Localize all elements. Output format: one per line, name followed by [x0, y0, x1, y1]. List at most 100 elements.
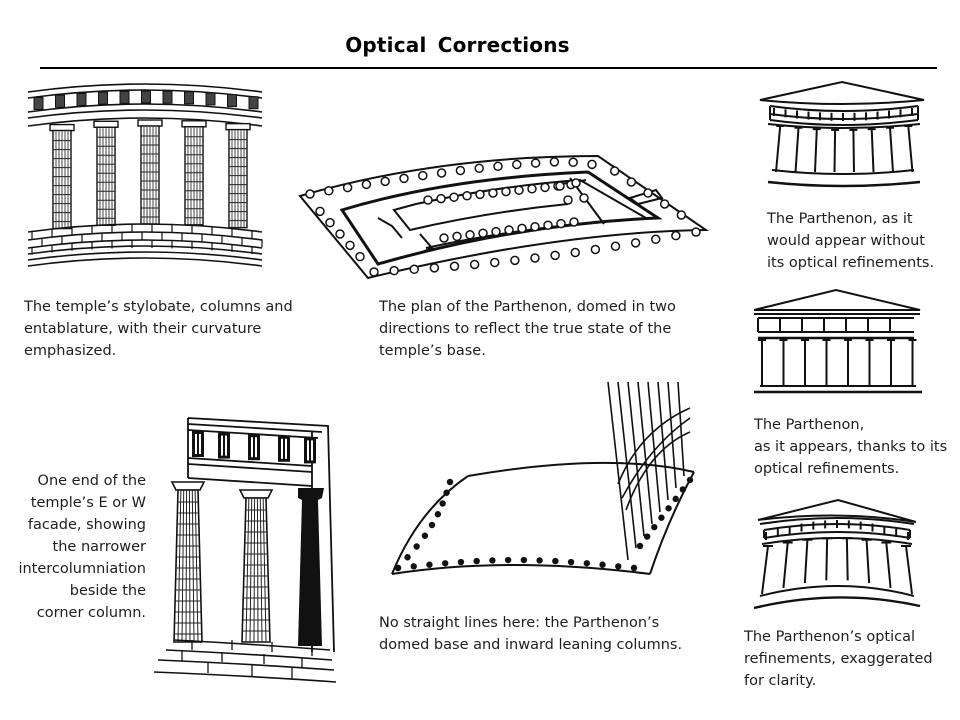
column	[137, 119, 163, 225]
column-dot	[436, 193, 446, 204]
column-dot	[324, 186, 334, 196]
caption-facade-end: One end of the temple’s E or W facade, s…	[18, 473, 146, 621]
column	[779, 339, 788, 386]
column	[238, 489, 274, 643]
column-dot	[442, 560, 449, 567]
column-dot	[540, 182, 550, 193]
caption-exaggerated: The Parthenon’s optical refinements, exa…	[744, 629, 933, 689]
column-dot	[462, 191, 472, 201]
column-dot	[550, 250, 560, 261]
column-dot	[478, 228, 488, 238]
column	[761, 545, 773, 595]
column-dot	[599, 561, 606, 568]
facade-end-illustration	[152, 416, 342, 684]
triglyph	[192, 431, 204, 457]
caption-no-straight-lines: No straight lines here: the Parthenon’s …	[379, 615, 683, 653]
triglyph	[119, 90, 130, 104]
column-line	[870, 129, 875, 173]
column-dot	[380, 176, 390, 187]
column-dot	[418, 170, 428, 181]
triglyph	[218, 432, 230, 459]
column-dot	[361, 179, 372, 190]
column-dot	[672, 495, 679, 503]
column-dot	[413, 543, 420, 550]
column	[841, 537, 852, 581]
column-dot	[421, 532, 429, 539]
column	[782, 541, 793, 589]
column-dot	[342, 182, 353, 193]
column-line	[794, 127, 800, 173]
page-title: Optical Corrections	[345, 33, 570, 57]
column-dot	[490, 257, 500, 268]
column	[887, 339, 895, 386]
triglyph	[227, 94, 237, 108]
leaning-column-line	[647, 381, 661, 513]
column	[49, 123, 75, 230]
column-line	[775, 125, 782, 173]
column-dot	[428, 521, 436, 529]
column-dot	[569, 217, 579, 227]
column-dot	[443, 489, 450, 496]
column-dot	[530, 222, 540, 232]
column-dot	[676, 210, 687, 220]
domed-plan-illustration	[298, 152, 710, 280]
column-dot	[404, 554, 411, 561]
column-dot	[439, 500, 446, 507]
leaning-column-line	[667, 381, 677, 489]
column-dot	[543, 220, 553, 230]
column-dot	[488, 188, 498, 198]
column	[170, 481, 206, 643]
column-dot	[568, 157, 578, 168]
parthenon-as-it-appears-illustration	[752, 288, 924, 396]
column-dot	[643, 188, 653, 198]
triglyph	[98, 91, 108, 105]
column-dot	[439, 233, 449, 243]
column-dot	[434, 511, 442, 518]
column-dot	[587, 159, 597, 170]
caption-domed-plan: The plan of the Parthenon, domed in two …	[379, 299, 676, 359]
column-dot	[429, 263, 440, 273]
column-dot	[493, 161, 503, 172]
column-dot	[556, 218, 566, 229]
triglyph	[278, 435, 290, 462]
column	[802, 538, 813, 584]
column-dot	[475, 189, 485, 200]
column-dot	[355, 251, 365, 262]
column-line	[852, 129, 855, 173]
column-dot	[491, 226, 501, 237]
triglyph	[141, 90, 151, 104]
column-dot	[510, 255, 520, 266]
column	[861, 538, 872, 584]
column	[801, 339, 809, 386]
column-dot	[504, 225, 514, 235]
column-dot	[394, 564, 402, 572]
column-dot	[315, 206, 325, 217]
triglyph	[248, 434, 260, 461]
column-dot	[643, 533, 651, 540]
column-dot	[555, 181, 565, 191]
column-dot	[630, 238, 641, 248]
column	[822, 537, 833, 581]
column-dot	[520, 556, 528, 564]
column-line	[814, 129, 818, 173]
column-line	[833, 129, 837, 173]
column-dot	[530, 158, 541, 168]
triglyph	[248, 96, 259, 110]
column-dot	[567, 558, 575, 566]
column-dot	[389, 265, 399, 276]
leaning-column-line	[607, 381, 629, 561]
column-dot	[583, 560, 590, 567]
column-dot	[679, 486, 687, 493]
column-dot	[449, 261, 460, 271]
column-dot	[512, 159, 522, 170]
column	[908, 339, 917, 386]
leaning-column-line	[677, 381, 685, 477]
triglyph	[304, 437, 316, 464]
column-dot	[410, 563, 417, 570]
column-dot	[504, 556, 512, 564]
column-dot	[409, 264, 419, 275]
column-dot	[590, 244, 601, 255]
column-dot	[570, 247, 580, 258]
column-dot	[469, 259, 480, 270]
column-dot	[659, 199, 670, 209]
